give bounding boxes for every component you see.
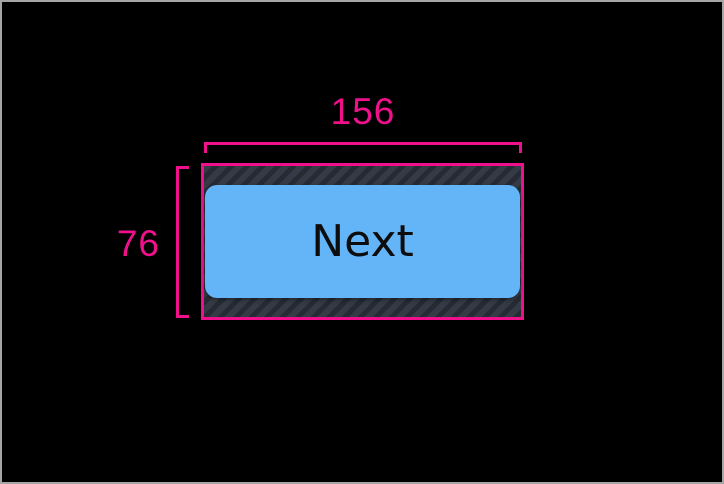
next-button[interactable]: Next <box>205 185 520 298</box>
height-dimension-label: 76 <box>116 223 160 264</box>
width-dimension-bracket <box>204 142 522 153</box>
height-dimension-bracket <box>176 166 189 318</box>
width-dimension-label: 156 <box>330 91 396 132</box>
selection-bounds: Next <box>201 163 524 320</box>
